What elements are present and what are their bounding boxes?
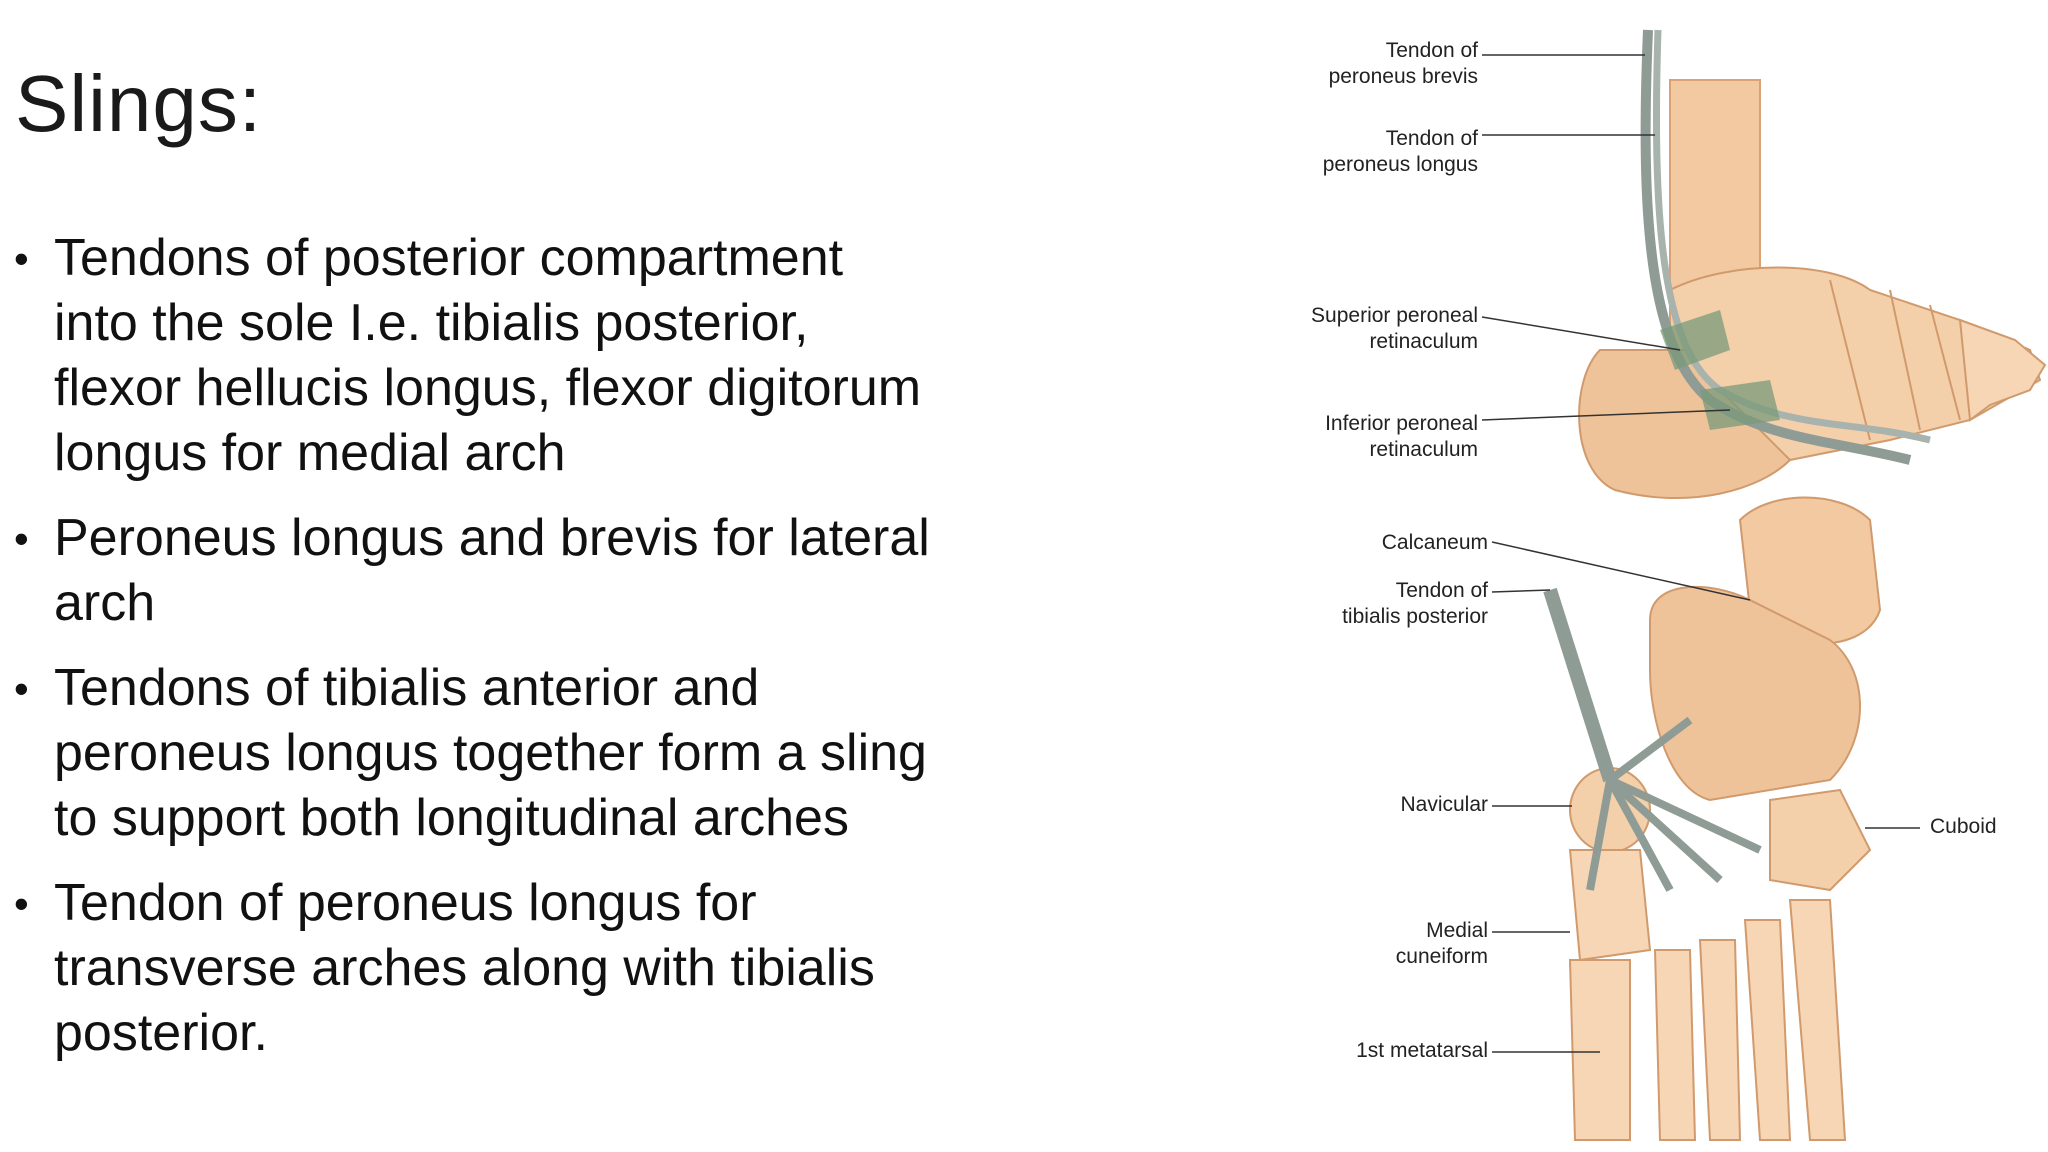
lateral-foot-view	[1578, 29, 2047, 500]
label-cuboid: Cuboid	[1930, 815, 1997, 838]
bullet-line: into the sole I.e. tibialis posterior,	[54, 294, 809, 352]
bullet-line: to support both longitudinal arches	[54, 789, 849, 847]
bullet-item: • Tendon of peroneus longus for transver…	[14, 871, 1014, 1066]
bullet-line: Tendons of posterior compartment	[54, 229, 844, 287]
foot-illustration	[1481, 29, 2047, 1141]
bullet-line: peroneus longus together form a sling	[54, 724, 927, 782]
foot-anatomy-figure: Tendon of peroneus brevis Tendon of pero…	[1270, 20, 2048, 1152]
label-inferior-peroneal-retinaculum: Inferior peroneal retinaculum	[1325, 412, 1478, 461]
bullet-item: • Tendons of tibialis anterior and peron…	[14, 656, 1014, 851]
label-first-metatarsal: 1st metatarsal	[1356, 1039, 1488, 1062]
leader-lines	[1481, 54, 1920, 1053]
bullet-line: arch	[54, 574, 156, 632]
label-tendon-tibialis-posterior: Tendon of tibialis posterior	[1342, 579, 1488, 628]
bullet-icon: •	[14, 235, 29, 282]
bullet-item: • Peroneus longus and brevis for lateral…	[14, 506, 1014, 636]
bullet-line: longus for medial arch	[54, 424, 566, 482]
label-tendon-peroneus-brevis: Tendon of peroneus brevis	[1328, 39, 1478, 88]
plantar-foot-view	[1543, 496, 1882, 1141]
label-calcaneum: Calcaneum	[1381, 531, 1488, 554]
bullet-line: posterior.	[54, 1004, 268, 1062]
label-tendon-peroneus-longus: Tendon of peroneus longus	[1322, 127, 1478, 176]
bullet-icon: •	[14, 515, 29, 562]
label-superior-peroneal-retinaculum: Superior peroneal retinaculum	[1311, 304, 1478, 353]
bullet-icon: •	[14, 665, 29, 712]
bullet-line: Tendons of tibialis anterior and	[54, 659, 760, 717]
bullet-line: transverse arches along with tibialis	[54, 939, 875, 997]
bullet-icon: •	[14, 880, 29, 927]
bullet-item: • Tendons of posterior compartment into …	[14, 226, 1014, 486]
bullet-line: Tendon of peroneus longus for	[54, 874, 757, 932]
slide-title: Slings:	[15, 59, 263, 148]
bullet-list: • Tendons of posterior compartment into …	[14, 226, 1014, 1086]
label-medial-cuneiform: Medial cuneiform	[1395, 919, 1488, 968]
bullet-line: Peroneus longus and brevis for lateral	[54, 509, 930, 567]
label-navicular: Navicular	[1400, 793, 1488, 816]
bullet-line: flexor hellucis longus, flexor digitorum	[54, 359, 922, 417]
